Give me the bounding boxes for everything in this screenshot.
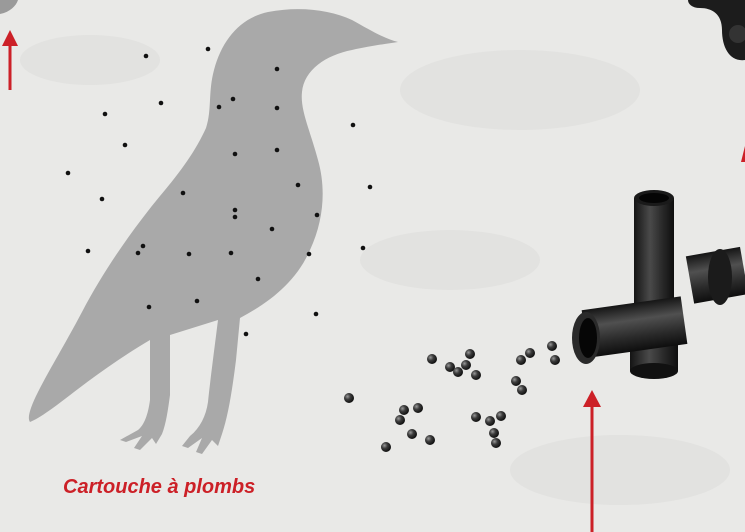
shotgun-shells — [572, 190, 745, 379]
corner-object-left — [0, 0, 18, 14]
caption-text: Cartouche à plombs — [63, 476, 255, 499]
lead-pellets — [344, 341, 560, 452]
corner-object-right — [688, 0, 745, 60]
